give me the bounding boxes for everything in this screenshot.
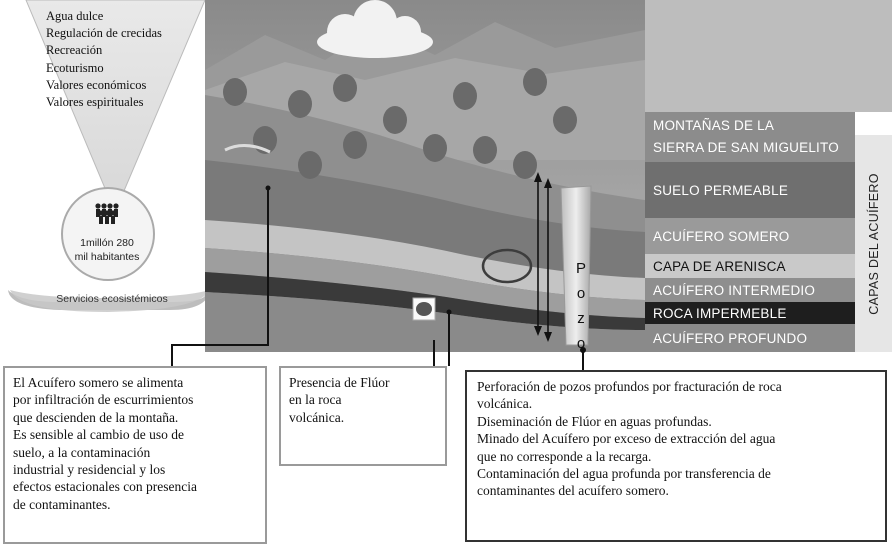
callout-fluorine: Presencia de Flúor en la roca volcánica. [279, 366, 447, 466]
services-list: Agua dulce Regulación de crecidas Recrea… [46, 8, 196, 111]
layer-deep-aquifer: ACUÍFERO PROFUNDO [645, 324, 855, 352]
service-item: Valores espirituales [46, 95, 144, 110]
services-funnel [8, 0, 210, 312]
people-icon [95, 203, 119, 224]
layer-sandstone: CAPA DE ARENISCA [645, 254, 855, 278]
layer-permeable-soil: SUELO PERMEABLE [645, 162, 855, 218]
well-letter: o [576, 285, 586, 302]
service-item: Agua dulce [46, 9, 104, 23]
well-letter: o [576, 335, 586, 352]
layer-mountains: MONTAÑAS DE LA SIERRA DE SAN MIGUELITO [645, 112, 855, 162]
aquifer-landscape [205, 0, 645, 352]
service-item: Regulación de crecidas [46, 26, 162, 41]
service-item: Valores económicos [46, 77, 147, 92]
well-letter: z [577, 310, 585, 327]
population-circle [61, 187, 155, 281]
callout-shallow-aquifer: El Acuífero somero se alimenta por infil… [3, 366, 267, 544]
well-letter: P [575, 260, 586, 277]
population-text: 1millón 280 mil habitantes [74, 237, 140, 263]
layer-intermediate-aquifer: ACUÍFERO INTERMEDIO [645, 278, 855, 302]
callout-wells: Perforación de pozos profundos por fract… [465, 370, 887, 542]
aquifer-layers-label: CAPAS DEL ACUÍFERO [855, 135, 892, 352]
service-item: Recreación [46, 43, 103, 58]
well-shaft [560, 185, 592, 346]
layer-shallow-aquifer: ACUÍFERO SOMERO [645, 218, 855, 254]
cloud-icon [317, 0, 433, 58]
layer-impermeable-rock: ROCA IMPERMEBLE [645, 302, 855, 324]
sky-strip [645, 0, 892, 112]
services-title: Servicios ecosistémicos [56, 293, 168, 305]
service-item: Ecoturismo [46, 60, 104, 75]
